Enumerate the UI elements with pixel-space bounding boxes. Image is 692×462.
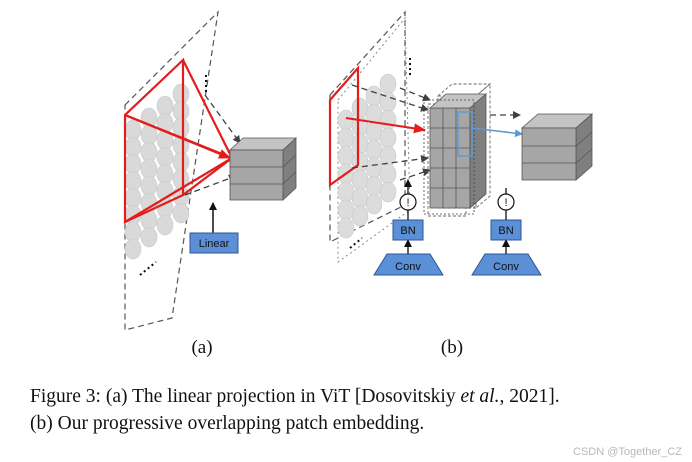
patch-circle: [365, 121, 383, 143]
projection-lines-a: [124, 59, 233, 223]
patch-circle: [337, 127, 355, 149]
linear-label: Linear: [199, 238, 230, 250]
sublabel-a: (a): [191, 337, 212, 358]
patch-circle: [365, 85, 383, 107]
conv-stack-right: Conv BN !: [471, 188, 542, 276]
image-plane-a: [124, 10, 219, 331]
watermark: CSDN @Together_CZ: [573, 446, 682, 458]
patch-circle: [379, 127, 397, 149]
patch-circle: [351, 97, 369, 119]
middle-cube-stack: [423, 83, 492, 217]
conv-box-left: [373, 253, 444, 276]
patch-circle: [124, 238, 142, 260]
bn-label-right: BN: [498, 225, 513, 237]
diagram-a: Linear (a): [123, 10, 298, 358]
projection-arrow-b: [345, 117, 426, 134]
bn-label-left: BN: [400, 225, 415, 237]
conv-label-right: Conv: [493, 261, 519, 273]
patch-circle: [365, 193, 383, 215]
patch-circle: [365, 157, 383, 179]
caption-line1-italic: et al.: [460, 386, 500, 407]
patch-circle: [337, 145, 355, 167]
patch-circle: [140, 226, 158, 248]
patch-circle: [351, 133, 369, 155]
patch-circle: [337, 217, 355, 239]
patch-circle: [337, 181, 355, 203]
patch-circle: [365, 175, 383, 197]
patch-circle: [365, 139, 383, 161]
figure-svg: Linear (a): [123, 10, 594, 358]
caption-line1-prefix: Figure 3: (a) The linear projection in V…: [30, 386, 461, 407]
output-cube-b: [520, 113, 594, 181]
patch-circle: [351, 151, 369, 173]
dashed-arrows-b: [351, 84, 431, 181]
dashed-arrows-a: [184, 94, 241, 196]
blue-arrow-b: [471, 127, 523, 138]
patch-circle: [156, 214, 174, 236]
patch-circle: [379, 163, 397, 185]
patch-outline-b: [328, 65, 360, 188]
patch-circle: [379, 73, 397, 95]
patch-circle: [337, 199, 355, 221]
diagram-b: Conv BN ! Conv BN ! (b): [328, 10, 594, 358]
ellipsis-dots-a2: [139, 261, 157, 276]
patch-circle: [172, 202, 190, 224]
caption-line-2: (b) Our progressive overlapping patch em…: [30, 413, 425, 434]
patch-circle: [379, 181, 397, 203]
patch-grid-a: [124, 83, 190, 260]
figure-caption: Figure 3: (a) The linear projection in V…: [30, 383, 680, 437]
patch-circle: [337, 109, 355, 131]
caption-line1-suffix: , 2021].: [499, 386, 560, 407]
patch-circle: [351, 187, 369, 209]
activation-symbol-right: !: [504, 197, 507, 209]
patch-circle: [351, 169, 369, 191]
ellipsis-dots-b2: [349, 237, 363, 249]
activation-symbol-left: !: [406, 197, 409, 209]
sublabel-b: (b): [441, 337, 463, 358]
linear-box: Linear: [189, 232, 239, 254]
patch-circle: [379, 109, 397, 131]
output-cube-a: [228, 137, 298, 201]
caption-line-1: Figure 3: (a) The linear projection in V…: [30, 383, 680, 410]
conv-box-right: [471, 253, 542, 276]
conv-label-left: Conv: [395, 261, 421, 273]
patch-circle: [351, 205, 369, 227]
conv-stack-left: Conv BN !: [373, 179, 444, 276]
